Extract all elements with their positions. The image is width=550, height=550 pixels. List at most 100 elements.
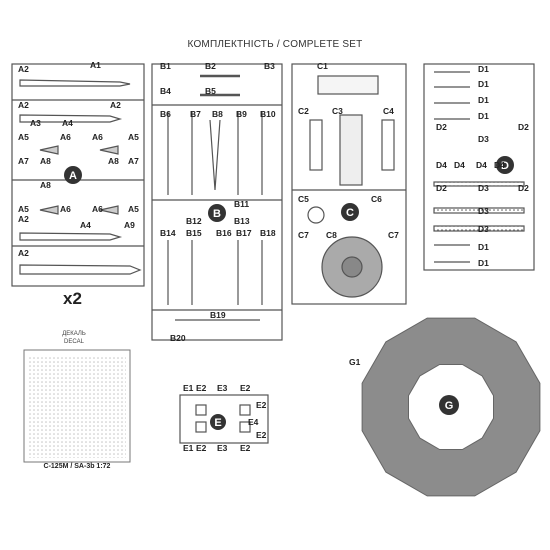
part-label: D4 xyxy=(436,160,447,170)
decal-title: ДЕКАЛЬ DECAL xyxy=(54,330,94,346)
part-label: B11 xyxy=(234,199,249,209)
part-label: A2 xyxy=(18,100,29,110)
part-label: C1 xyxy=(317,61,328,71)
part-label: A5 xyxy=(128,132,139,142)
part-label: A2 xyxy=(18,248,29,258)
sprue-e-badge xyxy=(210,414,226,430)
part-label: A8 xyxy=(108,156,119,166)
part-label: D1 xyxy=(478,111,489,121)
part-label: B4 xyxy=(160,86,171,96)
part-label: A8 xyxy=(40,180,51,190)
part-label: A9 xyxy=(124,220,135,230)
part-label: B17 xyxy=(236,228,252,238)
sprue-c-letter: C xyxy=(346,207,354,219)
part-label: E2 xyxy=(240,383,251,393)
sprue-b-letter: B xyxy=(213,208,221,220)
part-label: A1 xyxy=(90,60,101,70)
part-label: E2 xyxy=(256,430,267,440)
part-label: D3 xyxy=(478,183,489,193)
part-label: A4 xyxy=(80,220,91,230)
part-label: D2 xyxy=(518,122,529,132)
part-label: A6 xyxy=(92,204,103,214)
part-label: B1 xyxy=(160,61,171,71)
part-label: A2 xyxy=(18,214,29,224)
part-label: E1 xyxy=(183,383,194,393)
part-label: C3 xyxy=(332,106,343,116)
part-label: E2 xyxy=(240,443,251,453)
part-label: E1 xyxy=(183,443,194,453)
part-label: G1 xyxy=(349,357,361,367)
part-label: A5 xyxy=(128,204,139,214)
sprue-b-badge xyxy=(208,204,226,222)
part-label: D3 xyxy=(478,206,489,216)
part-label: C5 xyxy=(298,194,309,204)
sprue-a-letter: A xyxy=(69,170,77,182)
part-label: B2 xyxy=(205,61,216,71)
decal-footer: С-125М / SA-3b 1:72 xyxy=(43,463,111,470)
part-label: A6 xyxy=(92,132,103,142)
sprue-d-badge xyxy=(496,156,514,174)
sprue-a-multiplier: x2 xyxy=(63,289,82,308)
part-label: A6 xyxy=(60,204,71,214)
part-label: E3 xyxy=(217,383,228,393)
part-label: E4 xyxy=(248,417,259,427)
part-label: B18 xyxy=(260,228,276,238)
part-label: B14 xyxy=(160,228,176,238)
part-label: E2 xyxy=(256,400,267,410)
part-label: D1 xyxy=(478,95,489,105)
decal-title-en: DECAL xyxy=(63,339,84,345)
part-label: B15 xyxy=(186,228,202,238)
part-label: D1 xyxy=(478,242,489,252)
part-label: A3 xyxy=(30,118,41,128)
part-label: B12 xyxy=(186,216,202,226)
part-label: D2 xyxy=(436,183,447,193)
part-label: A5 xyxy=(18,132,29,142)
part-label: B3 xyxy=(264,61,275,71)
part-label: D2 xyxy=(518,183,529,193)
sprue-c xyxy=(291,63,407,305)
part-label: B5 xyxy=(205,86,216,96)
sprue-a xyxy=(11,63,145,287)
part-label: B9 xyxy=(236,109,247,119)
part-label: B16 xyxy=(216,228,232,238)
part-label: B7 xyxy=(190,109,201,119)
part-label: A7 xyxy=(128,156,139,166)
sprue-e xyxy=(179,394,269,444)
part-label: D1 xyxy=(478,79,489,89)
part-label: A6 xyxy=(60,132,71,142)
part-label: B10 xyxy=(260,109,276,119)
part-label: B8 xyxy=(212,109,223,119)
part-label: B13 xyxy=(234,216,250,226)
decal-title-uk: ДЕКАЛЬ xyxy=(62,331,86,337)
sprue-e-letter: E xyxy=(214,417,221,429)
part-label: E3 xyxy=(217,443,228,453)
part-label: C2 xyxy=(298,106,309,116)
sprue-c-badge xyxy=(341,203,359,221)
part-label: C6 xyxy=(371,194,382,204)
part-g-badge xyxy=(439,395,459,415)
part-g-letter: G xyxy=(445,400,454,412)
part-label: D3 xyxy=(478,134,489,144)
sprue-a-badge xyxy=(64,166,82,184)
part-label: D4 xyxy=(494,160,505,170)
decal-sheet xyxy=(23,349,131,463)
part-label: D4 xyxy=(476,160,487,170)
part-label: A4 xyxy=(62,118,73,128)
part-label: B6 xyxy=(160,109,171,119)
part-label: A8 xyxy=(40,156,51,166)
part-label: A7 xyxy=(18,156,29,166)
sprue-b xyxy=(151,63,283,341)
part-label: E2 xyxy=(196,443,207,453)
part-label: A2 xyxy=(18,64,29,74)
part-label: A2 xyxy=(110,100,121,110)
part-label: D1 xyxy=(478,64,489,74)
part-label: C4 xyxy=(383,106,394,116)
part-label: C7 xyxy=(388,230,399,240)
sprue-d xyxy=(423,63,535,271)
part-label: C7 xyxy=(298,230,309,240)
